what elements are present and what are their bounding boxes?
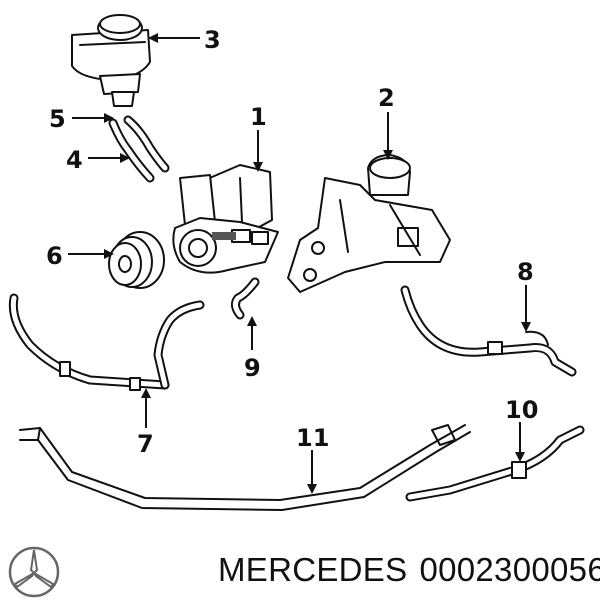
part-hose-5-4 (108, 115, 170, 183)
callout-11: 11 (296, 424, 329, 452)
part-reservoir (71, 14, 151, 107)
footer: MERCEDES 0002300056 (0, 540, 600, 600)
callout-8: 8 (517, 258, 534, 286)
part-caption: MERCEDES 0002300056 (218, 551, 600, 589)
part-line-7 (8, 293, 205, 391)
callout-1: 1 (250, 103, 267, 131)
part-line-8 (400, 285, 577, 377)
part-hose-9 (230, 277, 260, 320)
brand-name: MERCEDES (218, 551, 408, 588)
part-steering-gear (287, 154, 451, 293)
part-pulley (108, 231, 165, 289)
part-line-11 (19, 424, 471, 511)
callout-10: 10 (505, 396, 538, 424)
callout-5: 5 (49, 105, 66, 133)
callout-9: 9 (244, 354, 261, 382)
part-number: 0002300056 (419, 551, 600, 588)
part-pump (172, 164, 279, 274)
mercedes-star-icon (8, 546, 60, 598)
callout-7: 7 (137, 430, 154, 458)
callout-6: 6 (46, 242, 63, 270)
callout-2: 2 (378, 84, 395, 112)
callout-3: 3 (204, 26, 221, 54)
callout-4: 4 (66, 146, 83, 174)
part-line-10 (405, 425, 585, 502)
